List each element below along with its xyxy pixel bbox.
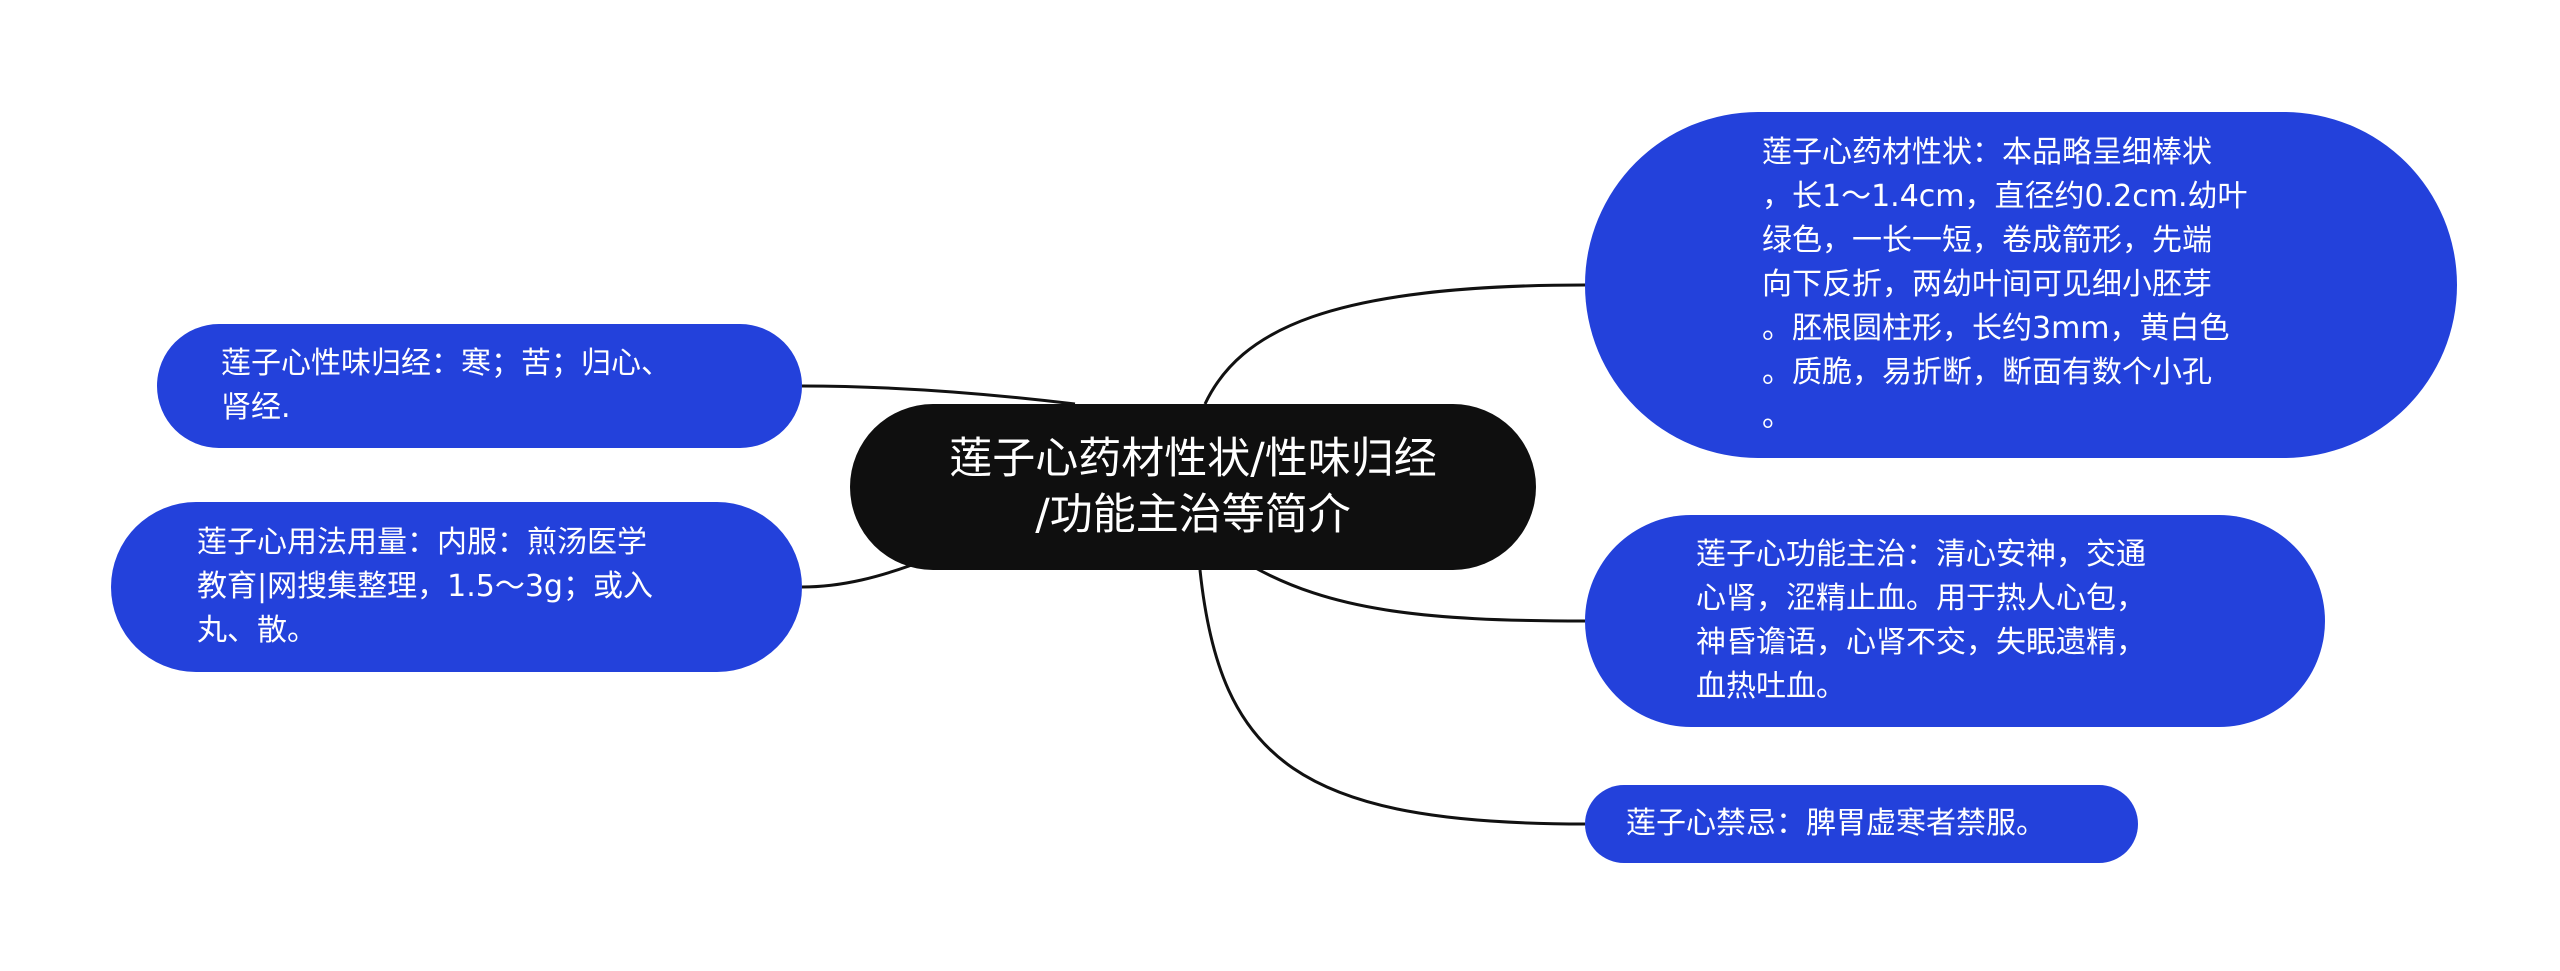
connector-contraindication bbox=[1198, 569, 1586, 826]
topic-contraindication[interactable]: 莲子心禁忌：脾胃虚寒者禁服。 bbox=[1585, 785, 2138, 863]
topic-function[interactable]: 莲子心功能主治：清心安神，交通 心肾，涩精止血。用于热人心包， 神昏谵语，心肾不… bbox=[1585, 515, 2325, 727]
topic-usage-label: 莲子心用法用量：内服：煎汤医学 教育|网搜集整理，1.5～3g；或入 丸、散。 bbox=[197, 525, 653, 648]
topic-properties-label: 莲子心药材性状：本品略呈细棒状 ，长1～1.4cm，直径约0.2cm.幼叶 绿色… bbox=[1762, 135, 2248, 434]
central-topic-label: 莲子心药材性状/性味归经 /功能主治等简介 bbox=[949, 434, 1437, 540]
topic-usage[interactable]: 莲子心用法用量：内服：煎汤医学 教育|网搜集整理，1.5～3g；或入 丸、散。 bbox=[111, 502, 802, 672]
central-topic[interactable]: 莲子心药材性状/性味归经 /功能主治等简介 bbox=[850, 404, 1536, 570]
topic-properties[interactable]: 莲子心药材性状：本品略呈细棒状 ，长1～1.4cm，直径约0.2cm.幼叶 绿色… bbox=[1585, 112, 2457, 458]
connector-function bbox=[1249, 563, 1586, 623]
topic-taste-label: 莲子心性味归经：寒；苦；归心、 肾经. bbox=[221, 346, 671, 425]
topic-contraindication-label: 莲子心禁忌：脾胃虚寒者禁服。 bbox=[1626, 806, 2046, 841]
topic-function-label: 莲子心功能主治：清心安神，交通 心肾，涩精止血。用于热人心包， 神昏谵语，心肾不… bbox=[1696, 537, 2146, 704]
connector-properties bbox=[1203, 283, 1586, 405]
topic-taste[interactable]: 莲子心性味归经：寒；苦；归心、 肾经. bbox=[157, 324, 802, 448]
connector-taste bbox=[801, 384, 1076, 406]
